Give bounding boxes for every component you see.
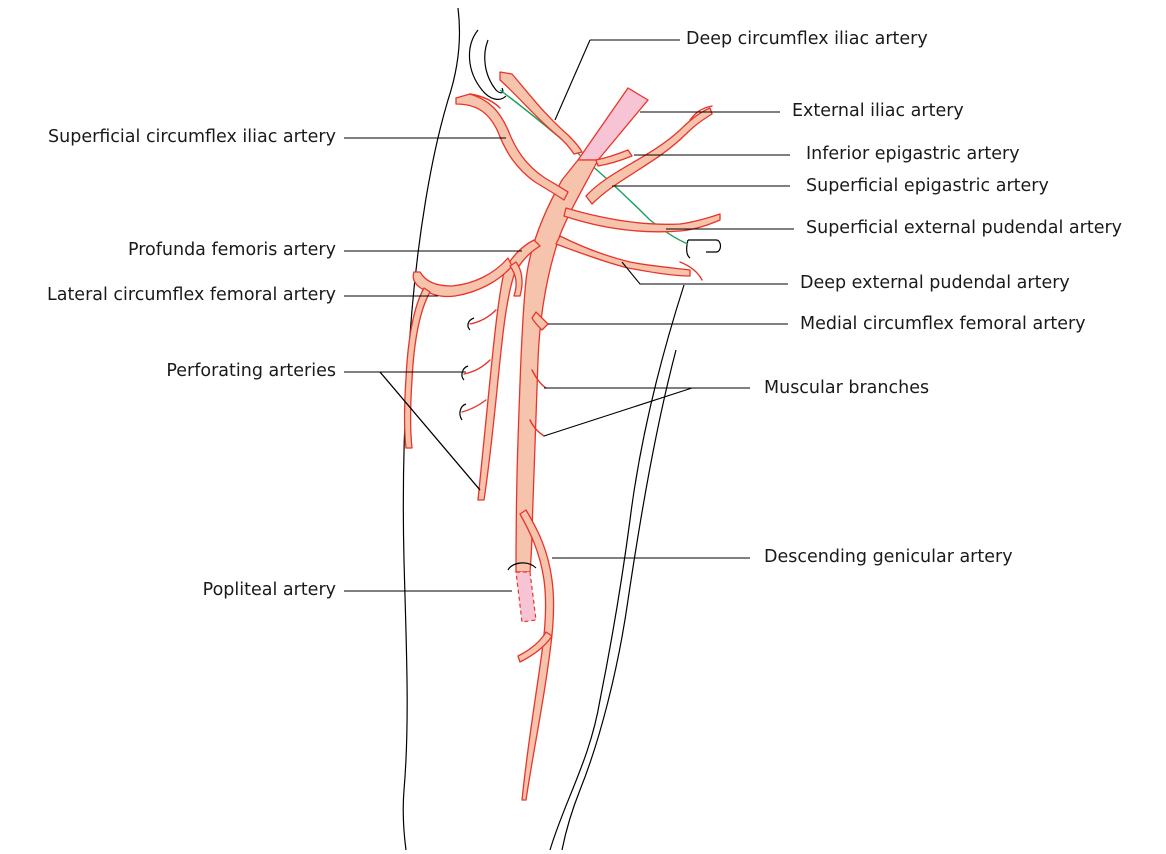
- label-popliteal: Popliteal artery: [203, 579, 336, 601]
- label-descending-genicular: Descending genicular artery: [764, 546, 1013, 568]
- label-external-iliac: External iliac artery: [792, 100, 964, 122]
- lcf-descending-branch: [405, 288, 431, 448]
- superficial-circumflex-iliac-artery: [456, 94, 568, 200]
- label-lateral-circumflex-femoral: Lateral circumflex femoral artery: [47, 284, 336, 306]
- label-perforating-arteries: Perforating arteries: [166, 360, 336, 382]
- label-superficial-epigastric: Superficial epigastric artery: [806, 175, 1049, 197]
- label-profunda-femoris: Profunda femoris artery: [128, 239, 336, 261]
- label-deep-circumflex-iliac: Deep circumflex iliac artery: [686, 28, 928, 50]
- popliteal-artery: [516, 572, 536, 622]
- label-superficial-external-pudendal: Superficial external pudendal artery: [806, 217, 1122, 239]
- label-deep-external-pudendal: Deep external pudendal artery: [800, 272, 1070, 294]
- label-medial-circumflex-femoral: Medial circumflex femoral artery: [800, 313, 1086, 335]
- label-muscular-branches: Muscular branches: [764, 377, 929, 399]
- label-inferior-epigastric: Inferior epigastric artery: [806, 143, 1020, 165]
- deep-external-pudendal-artery: [556, 236, 690, 276]
- external-iliac-artery: [578, 88, 648, 160]
- label-superficial-circumflex-iliac: Superficial circumflex iliac artery: [48, 126, 336, 148]
